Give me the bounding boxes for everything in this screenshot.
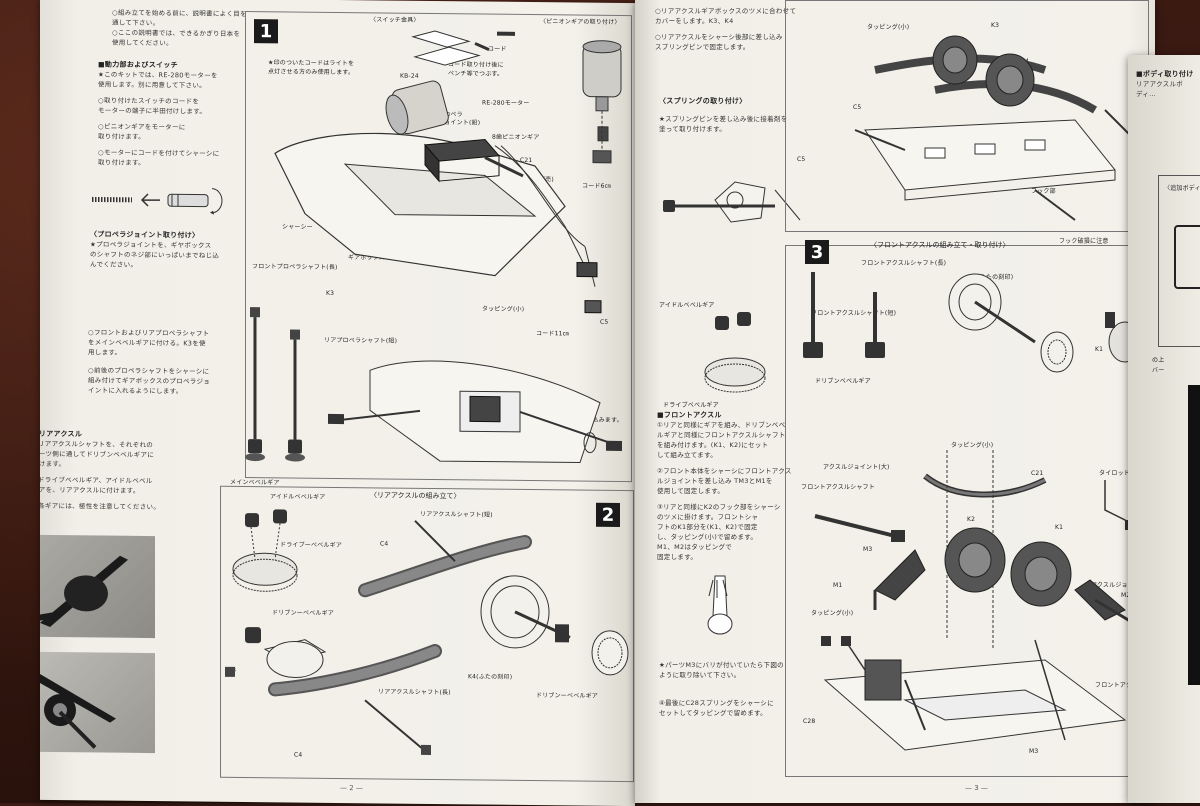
front-heading: ■フロントアクスル	[657, 410, 792, 420]
m3-note-line: ように取り除いて下さい。	[659, 670, 784, 680]
front-line: ③リアと同様にK2のフック部をシャーシ	[657, 502, 792, 512]
manual-page-third-partial: ■ボディ取り付け リアアクスルボ ディ… 〈追加ボディ の上 バー	[1128, 55, 1200, 803]
label-pinion-attach: 〈ピニオンギアの取り付け〉	[540, 16, 621, 26]
photo-gearbox-1	[40, 534, 155, 638]
manual-page-left: ○組み立てを始める前に、説明書によく目を 通して下さい。 ○ここの説明書では、で…	[40, 0, 635, 806]
third-heading: ■ボディ取り付け	[1136, 69, 1194, 79]
front-line: を組み付けます。(K1、K2)にセット	[657, 440, 792, 450]
motor-section: ■動力部およびスイッチ ★このキットでは、RE-280モーターを 使用します。別…	[98, 59, 219, 168]
right-top-line: カバーをします。K3、K4	[655, 16, 796, 26]
c28-note-line: ④最後にC28スプリングをシャーシに	[659, 698, 774, 708]
front-assembly-title: 〈フロントアクスルの組み立て・取り付け〉	[870, 240, 1009, 250]
rear-axle-line: ギアを、リアアクスルに付けます。	[40, 485, 160, 496]
front-line: M1、M2はタッピングで	[657, 542, 792, 552]
m3-burr-diagram	[695, 566, 765, 646]
photo-gearbox-1-art	[40, 534, 155, 638]
label-rear-c5b: C5	[797, 156, 805, 163]
page-number-right: — 3 —	[965, 784, 988, 792]
right-top-text: ○リアアクスルギアボックスのツメに合わせて カバーをします。K3、K4 ○リアア…	[655, 6, 796, 52]
right-top-line: ○リアアクスルギアボックスのツメに合わせて	[655, 6, 796, 16]
front-axle-assembly-diagram	[805, 440, 1150, 770]
front-axle-section: ■フロントアクスル ①リアと同様にギアを組み、ドリブンベベ ルギアと同様にフロン…	[657, 410, 792, 562]
spring-heading: 〈スプリングの取り付け〉	[659, 96, 788, 106]
front-rear-line: イントに入れるようにします。	[88, 385, 210, 396]
right-top-line: ○リアアクスルをシャーシ後部に差し込み	[655, 32, 796, 42]
spring-section: 〈スプリングの取り付け〉 ★スプリングピンを差し込み後に接着剤を 塗って取り付け…	[659, 96, 788, 134]
photo-gearbox-2	[40, 651, 155, 753]
front-line: 固定します。	[657, 552, 792, 562]
front-line: 使用して固定します。	[657, 486, 792, 496]
manual-page-right: ○リアアクスルギアボックスのツメに合わせて カバーをします。K3、K4 ○リアア…	[635, 0, 1155, 803]
c28-note-line: セットしてタッピングで留めます。	[659, 708, 774, 718]
front-line: ルギアと同様にフロントアクスルシャフト	[657, 430, 792, 440]
front-line: ルジョイントを差し込み TM3とM1を	[657, 476, 792, 486]
label-switch-parts: 〈スイッチ金具〉	[370, 14, 420, 24]
third-body-section: ■ボディ取り付け リアアクスルボ ディ…	[1136, 69, 1194, 99]
third-line: リアアクスルボ	[1136, 79, 1194, 89]
propshaft-diagram	[220, 289, 635, 493]
label-front-prop-long: フロントプロペラシャフト(長)	[252, 261, 338, 271]
third-line: ディ…	[1136, 89, 1194, 99]
page-number-left: — 2 —	[340, 784, 363, 792]
spring-line: 塗って取り付けます。	[659, 124, 788, 134]
front-line: ②フロント本体をシャーシにフロントアクス	[657, 466, 792, 476]
rear-axle-line: 付けます。	[40, 459, 160, 470]
intro-line: 使用してください。	[112, 38, 247, 49]
step2-rear-axle-diagram	[225, 499, 625, 773]
motor-step: モーターの端子に半田付けします。	[98, 105, 219, 116]
front-line: のツメに掛けます。フロントシャ	[657, 512, 792, 522]
third-box-line: の上	[1152, 355, 1164, 364]
spring-line: ★スプリングピンを差し込み後に接着剤を	[659, 114, 788, 124]
spring-diagram	[655, 170, 805, 240]
step3-badge: 3	[805, 240, 829, 264]
third-box-title: 〈追加ボディ	[1164, 183, 1200, 192]
motor-step: 取り付けます。	[98, 157, 219, 168]
propshaft-line: んでください。	[90, 259, 219, 270]
propshaft-section: 〈プロペラジョイント取り付け〉 ★プロペラジョイントを、ギヤボックス のシャフト…	[90, 229, 219, 270]
label-hook-note: フック破損に注意	[1059, 236, 1109, 245]
photo-gearbox-2-art	[40, 651, 155, 753]
intro-text: ○組み立てを始める前に、説明書によく目を 通して下さい。 ○ここの説明書では、で…	[112, 8, 247, 49]
third-body-icon	[1174, 225, 1200, 289]
motor-line: 使用します。別に用意して下さい。	[98, 79, 219, 90]
motor-step: 取り付けます。	[98, 131, 219, 142]
front-line: ①リアと同様にギアを組み、ドリブンベベ	[657, 420, 792, 430]
front-rear-section: ○フロントおよびリアプロペラシャフト をメインベベルギアに付ける。K3を使 用し…	[88, 327, 210, 396]
gear-note: ★各ギアには、極性を注意してください。	[40, 501, 160, 512]
third-black-bar	[1188, 385, 1200, 685]
propjoint-diagram	[92, 179, 232, 220]
front-line: して組み立てます。	[657, 450, 792, 460]
c28-note: ④最後にC28スプリングをシャーシに セットしてタッピングで留めます。	[659, 698, 774, 718]
rear-axle-section: ■リアアクスル ○リアアクスルシャフトを、それぞれの パーツ側に通してドリブンベ…	[40, 429, 160, 512]
front-axle-gear-diagram	[665, 262, 1145, 402]
right-top-line: スプリングピンで固定します。	[655, 42, 796, 52]
rear-axle-install-diagram	[815, 20, 1145, 230]
front-line: フトのK1部分を(K1、K2)で固定	[657, 522, 792, 532]
front-rear-line: 用します。	[88, 347, 210, 358]
third-box-line2: バー	[1152, 365, 1164, 374]
m3-note-line: ★パーツM3にバリが付いていたら下図の	[659, 660, 784, 670]
m3-note: ★パーツM3にバリが付いていたら下図の ように取り除いて下さい。	[659, 660, 784, 680]
front-line: し、タッピング(小)で留めます。	[657, 532, 792, 542]
